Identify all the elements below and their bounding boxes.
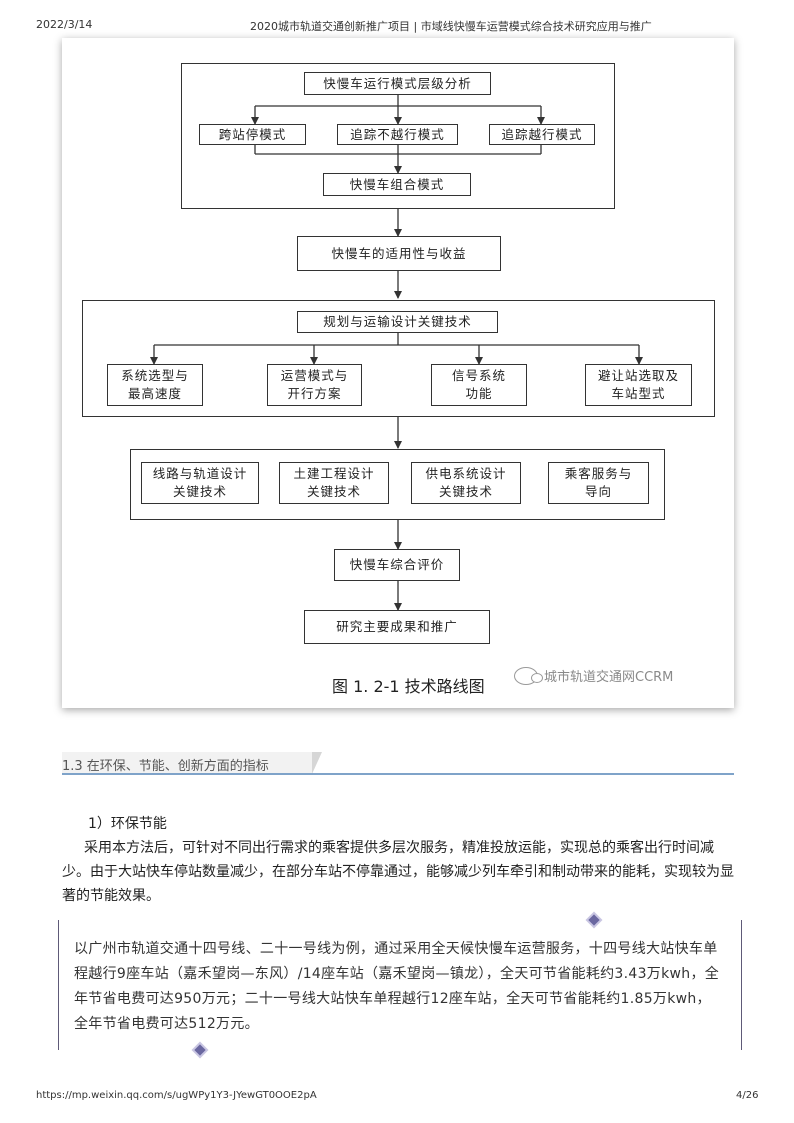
node-power-supply-design: 供电系统设计 关键技术 xyxy=(411,462,521,504)
section-divider xyxy=(62,773,734,775)
footer-url: https://mp.weixin.qq.com/s/ugWPy1Y3-JYew… xyxy=(36,1090,317,1101)
header-date: 2022/3/14 xyxy=(36,18,93,31)
quote-block xyxy=(58,920,742,1050)
node-siding-station: 避让站选取及 车站型式 xyxy=(585,364,692,406)
flowchart-connectors xyxy=(150,95,643,611)
header-title: 2020城市轨道交通创新推广项目 | 市域线快慢车运营模式综合技术研究应用与推广 xyxy=(250,20,652,33)
section-heading-fold xyxy=(312,752,322,774)
node-operation-plan: 运营模式与 开行方案 xyxy=(267,364,362,406)
node-results-promotion: 研究主要成果和推广 xyxy=(304,610,490,644)
figure-caption: 图 1. 2-1 技术路线图 xyxy=(332,677,485,696)
node-tracking-overtake-mode: 追踪越行模式 xyxy=(489,124,595,145)
node-passenger-service: 乘客服务与 导向 xyxy=(548,462,649,504)
sub-heading: 1）环保节能 xyxy=(88,816,167,832)
quote-text: 以广州市轨道交通十四号线、二十一号线为例，通过采用全天候快慢车运营服务，十四号线… xyxy=(74,941,720,1032)
planning-group-frame xyxy=(82,300,715,417)
flowchart-figure: 快慢车运行模式层级分析 跨站停模式 追踪不越行模式 追踪越行模式 快慢车组合模式… xyxy=(62,38,734,708)
node-vehicle-selection: 系统选型与 最高速度 xyxy=(107,364,203,406)
node-hierarchy-analysis: 快慢车运行模式层级分析 xyxy=(304,72,491,95)
section-heading-text: 1.3 在环保、节能、创新方面的指标 xyxy=(62,759,269,774)
node-line-track-design: 线路与轨道设计 关键技术 xyxy=(141,462,259,504)
node-planning-key-tech: 规划与运输设计关键技术 xyxy=(297,311,498,333)
node-civil-engineering: 土建工程设计 关键技术 xyxy=(279,462,389,504)
wechat-logo-icon xyxy=(514,666,543,685)
node-tracking-no-overtake-mode: 追踪不越行模式 xyxy=(337,124,458,145)
watermark-text: 城市轨道交通网CCRM xyxy=(544,670,674,685)
design-group-frame xyxy=(130,449,665,520)
node-applicability: 快慢车的适用性与收益 xyxy=(297,236,501,271)
footer-page-number: 4/26 xyxy=(736,1090,759,1101)
node-combined-mode: 快慢车组合模式 xyxy=(323,173,471,196)
node-signal-system: 信号系统 功能 xyxy=(431,364,527,406)
node-skip-stop-mode: 跨站停模式 xyxy=(199,124,306,145)
watermark: 城市轨道交通网CCRM xyxy=(514,666,673,685)
section-heading: 1.3 在环保、节能、创新方面的指标 xyxy=(62,752,734,776)
modes-group-frame xyxy=(181,63,615,209)
body-paragraph: 采用本方法后，可针对不同出行需求的乘客提供多层次服务，精准投放运能，实现总的乘客… xyxy=(62,840,734,904)
node-comprehensive-evaluation: 快慢车综合评价 xyxy=(334,549,460,581)
section-heading-background xyxy=(62,752,312,774)
